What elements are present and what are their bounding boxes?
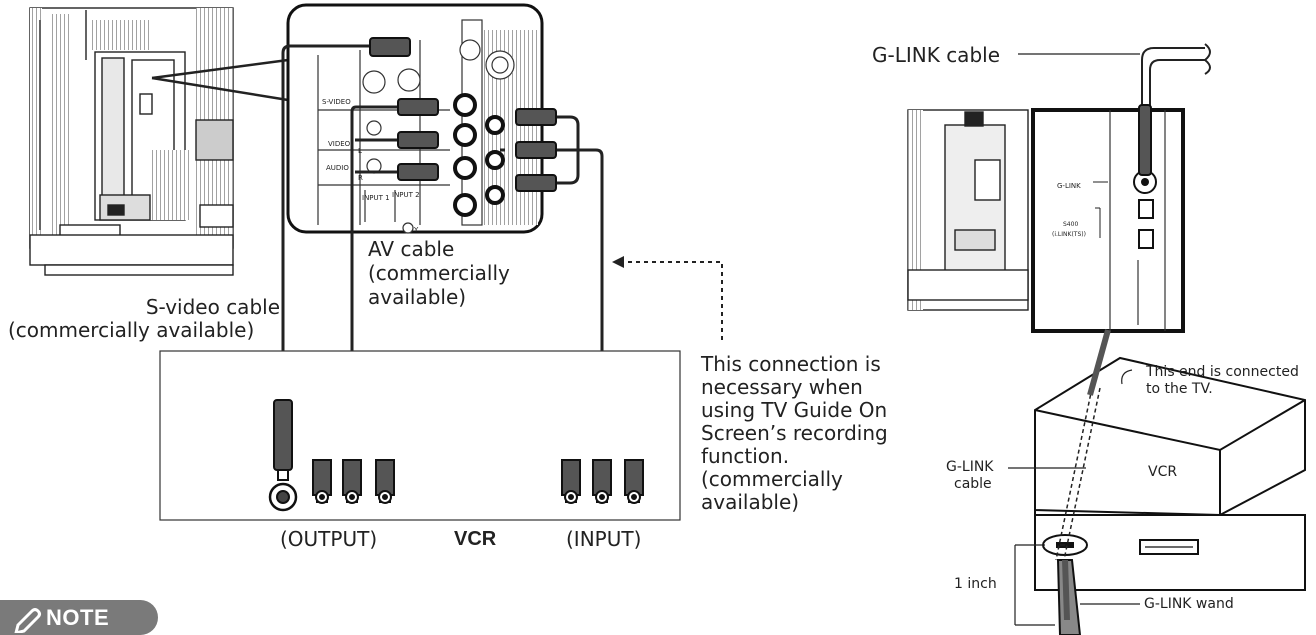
vcr-box-label: VCR: [1148, 464, 1178, 480]
av-cable-label: AV cable: [368, 237, 455, 261]
panel-l-label: L: [358, 147, 362, 155]
terminal-panel-closeup: S-VIDEO VIDEO AUDIO L R INPUT 1 INPUT 2 …: [286, 3, 544, 234]
callout-lines: [151, 58, 289, 102]
av-cable-label-2: (commercially: [368, 261, 510, 285]
glink-cable-end: [1087, 329, 1111, 396]
pencil-icon: [14, 608, 41, 633]
note-label: NOTE: [46, 605, 110, 630]
panel-audio-label: AUDIO: [326, 164, 349, 172]
panel-input1-label: INPUT 1: [362, 194, 390, 202]
panel-svideo-label: S-VIDEO: [322, 98, 351, 106]
vcr-jacks: [268, 482, 641, 512]
glink-wand: [1056, 559, 1082, 635]
panel-input2-label: INPUT 2: [392, 191, 420, 199]
panel-video-label: VIDEO: [328, 140, 351, 148]
glink-cable-top-label: G-LINK cable: [872, 43, 1000, 67]
panel-y-label: Y: [413, 226, 419, 234]
glink-cable-left-label-2: cable: [954, 476, 992, 492]
panel-glink-label: G-LINK: [1057, 182, 1081, 190]
connection-note-line: function.: [701, 444, 790, 468]
one-inch-label: 1 inch: [954, 576, 997, 592]
glink-plug: [1138, 104, 1152, 176]
av-cable-label-3: available): [368, 285, 467, 309]
glink-cable-left-label: G-LINK: [946, 459, 994, 475]
glink-cable-dashed: [1055, 387, 1101, 561]
connection-note: This connection is necessary when using …: [701, 353, 888, 514]
connection-note-line: using TV Guide On: [701, 398, 888, 422]
connection-note-line: available): [701, 490, 800, 514]
glink-wand-label: G-LINK wand: [1144, 596, 1234, 612]
one-inch-bracket: [1014, 544, 1065, 626]
svideo-cable-label: S-video cable: [145, 295, 280, 319]
arrow-head: [612, 256, 624, 268]
connection-note-line: This connection is: [701, 352, 881, 376]
connection-note-line: (commercially: [701, 467, 843, 491]
vcr-input-label: (INPUT): [566, 527, 642, 551]
connection-note-line: Screen’s recording: [701, 421, 888, 445]
dotted-arrow: [622, 261, 723, 340]
vcr-title: VCR: [454, 528, 497, 550]
tv-rear-illustration: [29, 7, 234, 276]
panel-s400-label: S400: [1063, 221, 1078, 228]
vcr-plugs: [273, 399, 644, 503]
connection-note-line: necessary when: [701, 375, 863, 399]
note-badge: NOTE: [0, 600, 158, 635]
vcr-output-label: (OUTPUT): [280, 527, 378, 551]
end-connected-label-2: to the TV.: [1146, 381, 1213, 397]
svideo-cable-label-sub: (commercially available): [8, 318, 255, 342]
panel-rca-jacks: [453, 93, 505, 217]
end-connected-label: This end is connected: [1146, 364, 1299, 380]
panel-ilink-label: (i.LINK(TS)): [1052, 231, 1086, 238]
glink-closeup-panel: G-LINK S400 (i.LINK(TS)): [1031, 108, 1185, 333]
glink-cable-top: [1018, 43, 1211, 175]
panel-r-label: R: [358, 174, 363, 182]
glink-tv-rear: [907, 109, 1029, 311]
leader-lines: [1008, 369, 1140, 605]
av-plugs-panel: [369, 37, 557, 192]
